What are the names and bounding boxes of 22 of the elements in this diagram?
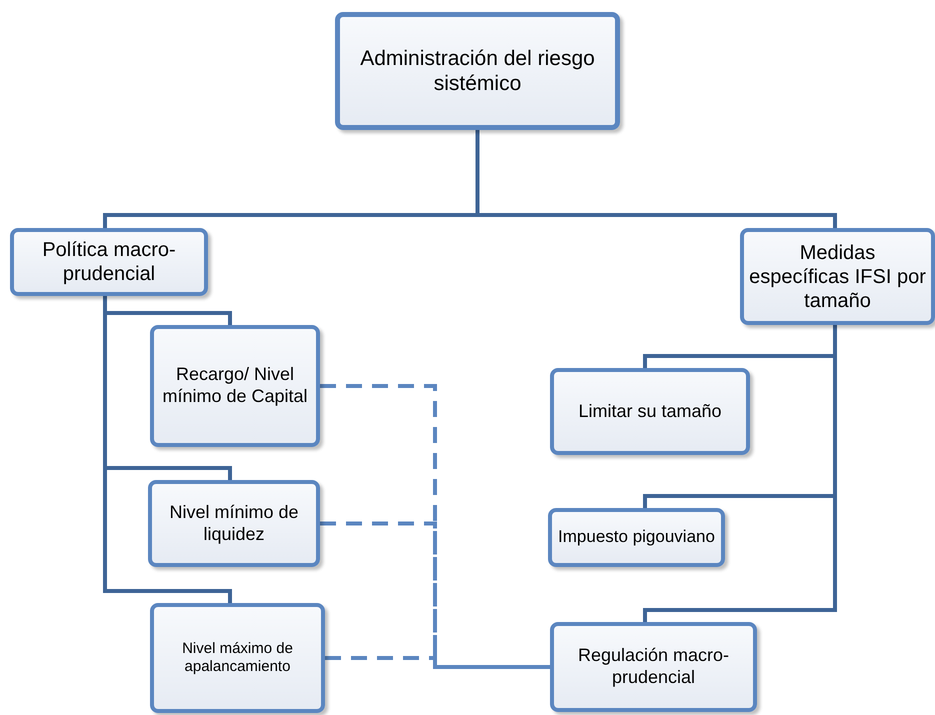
process-box — [10, 228, 208, 296]
connector-line — [103, 296, 232, 603]
process-box — [550, 622, 757, 712]
process-box — [148, 480, 320, 567]
box-label: Regulación macro-prudencial — [576, 645, 730, 689]
process-box — [550, 368, 750, 455]
box-label: Medidas específicas IFSI por tamaño — [748, 240, 927, 312]
box-label: Nivel mínimo de liquidez — [168, 502, 300, 546]
box-label: Administración del riesgo sistémico — [359, 46, 596, 96]
process-box — [150, 603, 325, 713]
connector-line — [320, 522, 550, 669]
box-label: Recargo/ Nivel mínimo de Capital — [161, 364, 309, 408]
box-label: Impuesto pigouviano — [558, 527, 715, 548]
connector-line — [476, 130, 837, 228]
process-box — [740, 228, 935, 325]
process-box — [548, 508, 725, 567]
box-label: Política macro-prudencial — [41, 238, 177, 286]
box-label: Limitar su tamaño — [578, 400, 722, 422]
process-box — [335, 12, 620, 130]
process-box — [150, 325, 320, 447]
connector-line — [643, 325, 837, 622]
box-label: Nivel máximo de apalancamiento — [181, 640, 294, 676]
